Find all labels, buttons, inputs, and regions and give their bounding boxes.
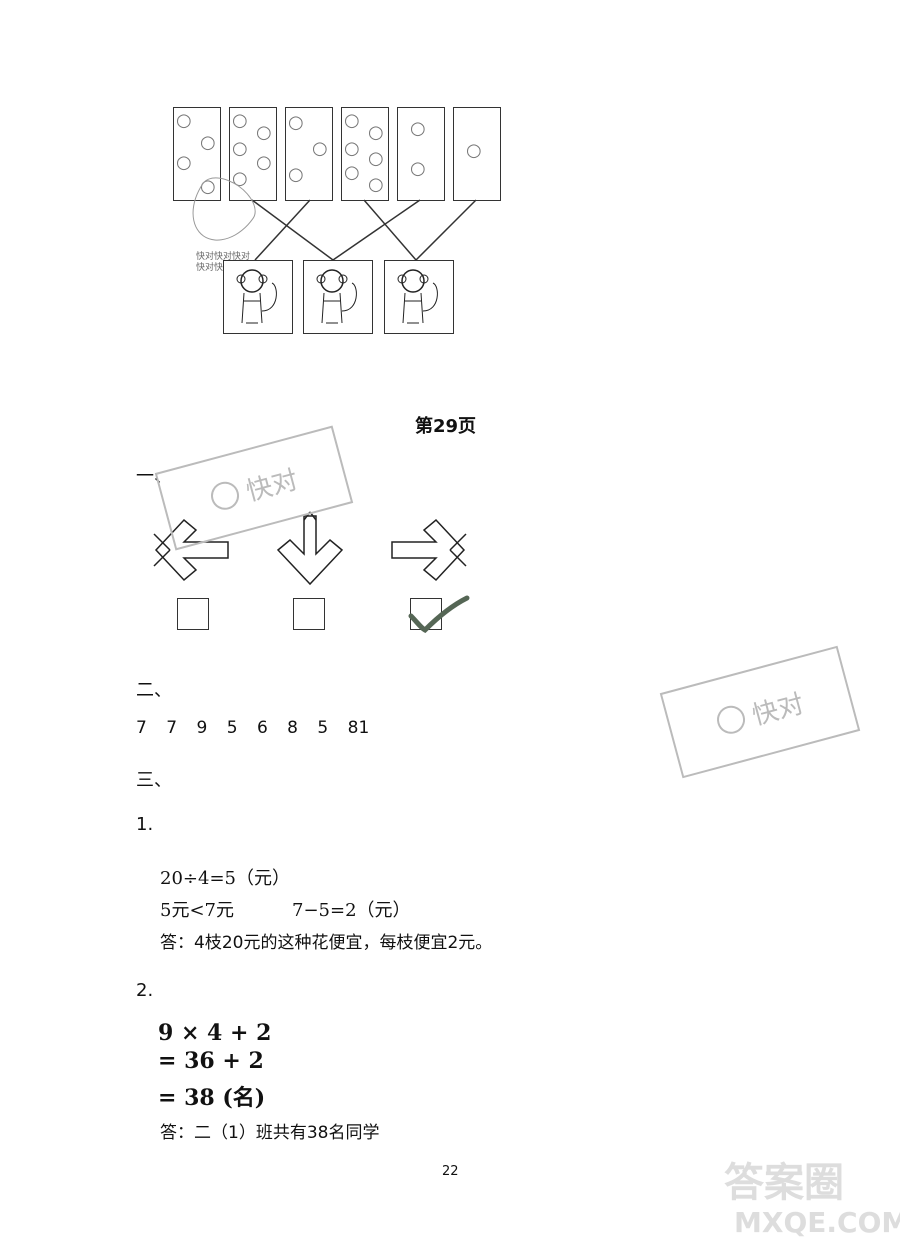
connecting-lines: [251, 199, 477, 261]
answer-number: 8: [287, 718, 298, 738]
footer-watermark-url: MXQE.COM: [734, 1206, 900, 1239]
peach-card-5: ○ ○: [397, 107, 445, 201]
peach-icon: ○: [200, 132, 216, 153]
right-arrow-figure-icon: [391, 518, 467, 582]
page-title: 第29页: [415, 416, 477, 437]
q1-answer: 答：4枝20元的这种花便宜，每枝便宜2元。: [160, 933, 493, 953]
section-3-label: 三、: [136, 770, 172, 791]
peach-icon: ○: [232, 168, 248, 189]
down-arrow-figure-icon: [276, 511, 344, 586]
peach-icon: ○: [176, 152, 192, 173]
q2-answer: 答：二（1）班共有38名同学: [160, 1123, 380, 1143]
peach-card-6: ○: [453, 107, 501, 201]
peach-icon: ○: [410, 158, 426, 179]
answer-number: 7: [166, 718, 178, 738]
peach-icon: ○: [232, 138, 248, 159]
answer-number: 5: [226, 718, 238, 738]
peach-icon: ○: [256, 152, 272, 173]
answer-box-2[interactable]: [293, 598, 325, 630]
monkey-icon: [397, 269, 438, 324]
peach-icon: ○: [200, 176, 216, 197]
question-1-number: 1.: [136, 814, 154, 835]
peach-icon: ○: [368, 122, 384, 143]
page-number: 22: [442, 1164, 459, 1179]
question-2-number: 2.: [136, 980, 154, 1001]
peach-icon: ○: [176, 110, 192, 131]
peach-icon: ○: [288, 164, 304, 185]
left-arrow-figure-icon: [153, 518, 229, 582]
q2-step-2: = 36 + 2: [158, 1048, 264, 1074]
peach-card-1: ○ ○ ○ ○: [173, 107, 221, 201]
answer-number: 81: [347, 718, 370, 738]
peach-icon: ○: [466, 140, 482, 161]
peach-icon: ○: [312, 138, 328, 159]
peach-icon: ○: [256, 122, 272, 143]
q1-equation-1: 20÷4=5（元）: [160, 868, 290, 889]
q1-comparison: 5元<7元: [160, 900, 234, 921]
peach-card-3: ○ ○ ○: [285, 107, 333, 201]
footer-watermark-title: 答案圈: [724, 1160, 844, 1206]
answer-box-1[interactable]: [177, 598, 209, 630]
peach-icon: ○: [288, 112, 304, 133]
peach-icon: ○: [344, 110, 360, 131]
monkey-card-3: [384, 260, 454, 334]
answer-number: 9: [196, 718, 208, 738]
q1-equation-2: 7−5=2（元）: [292, 900, 411, 921]
section-2-label: 二、: [136, 680, 172, 701]
monkey-card-1: [223, 260, 293, 334]
monkey-card-2: [303, 260, 373, 334]
answer-number: 7: [136, 718, 147, 738]
watermark-logo-icon: [207, 478, 243, 513]
watermark-stamp: 快对: [659, 645, 861, 779]
q2-step-1: 9 × 4 + 2: [158, 1020, 272, 1046]
peach-icon: ○: [410, 118, 426, 139]
peach-icon: ○: [368, 174, 384, 195]
monkey-icon: [316, 269, 357, 324]
peach-icon: ○: [344, 162, 360, 183]
section-2-answers: 7 7 9 5 6 8 5 81: [136, 718, 383, 738]
peach-card-2: ○ ○ ○ ○ ○: [229, 107, 277, 201]
watermark-logo-icon: [713, 702, 749, 737]
section-1-label: 一、: [136, 466, 172, 487]
q2-step-3: = 38 (名): [158, 1085, 266, 1111]
peach-card-4: ○ ○ ○ ○ ○ ○: [341, 107, 389, 201]
checkmark-icon: [408, 595, 470, 634]
peach-icon: ○: [368, 148, 384, 169]
peach-icon: ○: [232, 110, 248, 131]
answer-number: 6: [256, 718, 268, 738]
peach-icon: ○: [344, 138, 360, 159]
monkey-icon: [236, 269, 277, 324]
answer-number: 5: [317, 718, 329, 738]
